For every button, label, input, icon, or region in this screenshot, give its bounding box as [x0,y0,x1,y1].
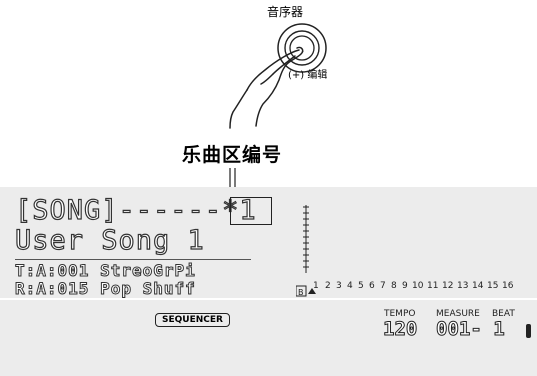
track-number: 9 [402,281,408,291]
pressing-hand-icon [229,46,304,129]
track-indicator-row: B 1 2 3 4 5 6 7 8 9 10 11 12 13 14 15 16 [296,281,514,297]
track-marker-box [296,285,307,297]
track-number: 1 [313,281,319,291]
cursor-indicator [526,324,531,338]
lcd-display [0,187,537,376]
tempo-label: TEMPO [384,309,416,319]
track-marker: B [298,288,304,297]
sequencer-button-label: 音序器 [266,5,303,19]
track-number: 4 [347,281,353,291]
sequencer-badge: SEQUENCER [155,313,230,327]
lcd-line-rhythm: R:A:015 Pop Shuff [15,279,196,298]
track-number: 10 [412,281,424,291]
sequencer-button-illustration [229,23,327,129]
beat-label: BEAT [492,309,515,319]
lcd-separator [15,259,251,260]
sequencer-button[interactable] [277,23,327,73]
lcd-divider [0,298,537,300]
track-number: 15 [487,281,498,291]
track-number: 7 [380,281,386,291]
lcd-line-song-mode: [SONG]------*1 [14,195,257,226]
tempo-value: 120 [382,318,418,341]
track-number: 13 [457,281,468,291]
track-number: 6 [369,281,375,291]
track-number: 14 [472,281,484,291]
track-number: 3 [336,281,342,291]
song-area-number-highlight [230,197,272,225]
measure-label: MEASURE [436,309,480,319]
track-number: 11 [427,281,438,291]
lcd-line-tone: T:A:001 StreoGrPi [15,261,196,280]
track-number: 8 [391,281,397,291]
callout-title: 乐曲区编号 [181,144,282,166]
lcd-line-song-name: User Song 1 [14,225,205,256]
measure-beat-value: 001- 1 [436,318,506,341]
edit-label: (+) 编辑 [288,70,328,81]
level-meter-icon [303,205,309,273]
track-pointer-icon [308,288,316,294]
track-number: 16 [502,281,514,291]
track-number: 12 [442,281,453,291]
track-number: 2 [325,281,331,291]
track-number: 5 [358,281,364,291]
